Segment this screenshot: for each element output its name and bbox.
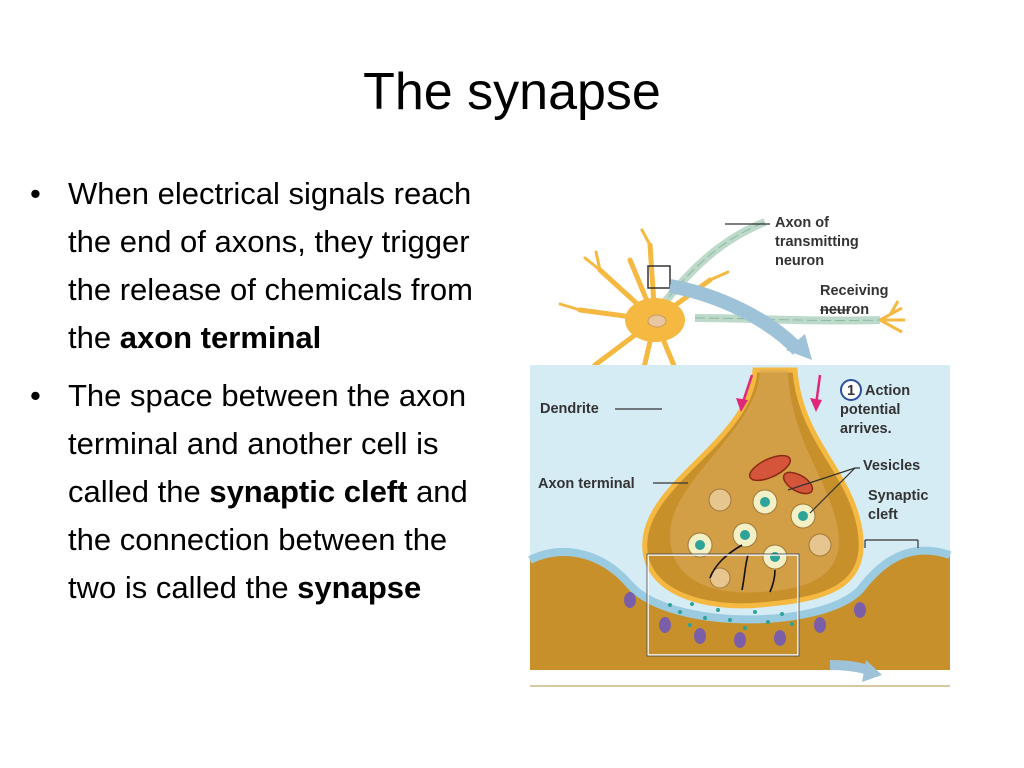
- label-dendrite: Dendrite: [540, 401, 599, 417]
- synapse-panel: [528, 365, 952, 687]
- bold-term-synaptic-cleft: synaptic cleft: [209, 474, 408, 509]
- bullet-marker: •: [30, 378, 41, 413]
- label-synaptic-cleft: Synaptic cleft: [868, 488, 932, 523]
- label-vesicles: Vesicles: [863, 458, 920, 474]
- bullet-item: • When electrical signals reach the end o…: [24, 170, 504, 362]
- leader-lines: [615, 223, 919, 548]
- label-axon-transmitting: Axon of transmitting neuron: [775, 215, 863, 269]
- bold-term-synapse: synapse: [297, 570, 422, 605]
- bullet-text: and the connection between the two is ca…: [68, 474, 468, 605]
- bullet-text: The space between the axon terminal and …: [68, 378, 467, 509]
- action-potential-arrows: [736, 374, 822, 412]
- bold-term-axon-terminal: axon terminal: [119, 320, 322, 355]
- neuron-illustration: [558, 218, 905, 405]
- slide-title: The synapse: [363, 63, 661, 121]
- bullet-list: • When electrical signals reach the end o…: [24, 170, 504, 622]
- vesicles: [687, 488, 832, 589]
- step-number-badge: [840, 379, 862, 401]
- synapse-diagram: Axon of transmitting neuron Receiving ne…: [528, 215, 952, 687]
- step-number: 1: [847, 383, 855, 399]
- bullet-item: • The space between the axon terminal and…: [24, 372, 504, 612]
- label-axon-terminal: Axon terminal: [538, 476, 635, 492]
- bullet-text: When electrical signals reach the end of…: [68, 176, 473, 355]
- svg-text:Action potential a: Action potential arrives.: [840, 383, 914, 437]
- label-action-potential: 1 Action potential arrives.: [840, 379, 914, 437]
- bullet-marker: •: [30, 176, 41, 211]
- label-receiving-neuron: Receiving neuron: [820, 283, 893, 318]
